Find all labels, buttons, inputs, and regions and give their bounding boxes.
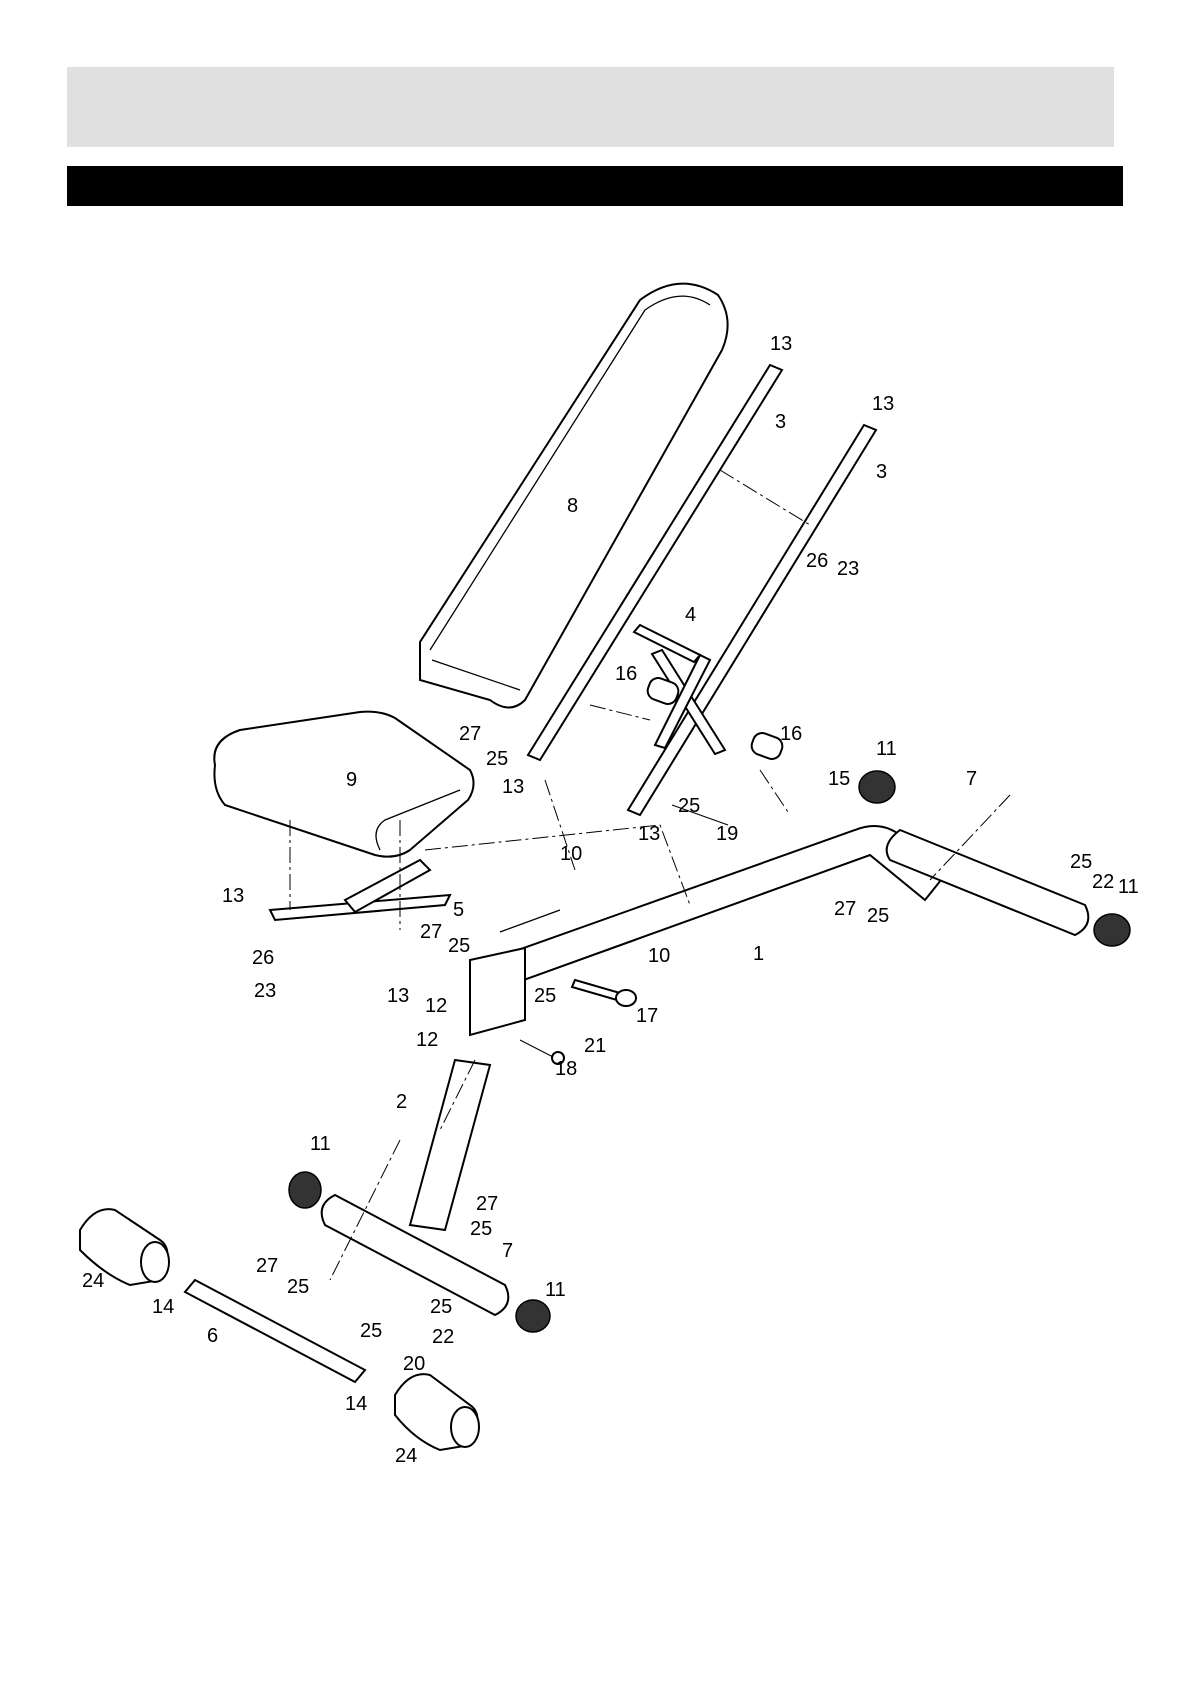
back-rail-right: [628, 425, 876, 815]
label-part-17: 17: [636, 1005, 658, 1027]
label-part-7-front: 7: [502, 1240, 513, 1262]
label-part-13-seat-lower: 13: [387, 985, 409, 1007]
label-part-22-front: 22: [432, 1326, 454, 1348]
label-part-5: 5: [453, 899, 464, 921]
label-part-26-seat: 26: [252, 947, 274, 969]
label-part-13-right: 13: [872, 393, 894, 415]
pop-pin: [572, 980, 636, 1006]
label-part-24-left: 24: [82, 1270, 104, 1292]
label-part-27-seat: 27: [420, 921, 442, 943]
label-part-25-right: 25: [1070, 851, 1092, 873]
label-part-19: 19: [716, 823, 738, 845]
label-part-14-left: 14: [152, 1296, 174, 1318]
label-part-15: 15: [828, 768, 850, 790]
label-part-1: 1: [753, 943, 764, 965]
label-part-13-seat: 13: [222, 885, 244, 907]
label-part-25-rear: 25: [867, 905, 889, 927]
label-part-25-pin: 25: [534, 985, 556, 1007]
label-part-23-top: 23: [837, 558, 859, 580]
label-part-11-front-bottom: 11: [545, 1279, 566, 1301]
label-part-25-leg-lower: 25: [360, 1320, 382, 1342]
label-part-26-top: 26: [806, 550, 828, 572]
label-part-10-lower: 10: [648, 945, 670, 967]
label-part-27-rear: 27: [834, 898, 856, 920]
label-part-13-lower: 13: [638, 823, 660, 845]
label-part-20: 20: [403, 1353, 425, 1375]
label-part-23-seat: 23: [254, 980, 276, 1002]
label-part-16-left: 16: [615, 663, 637, 685]
seat-pad: [214, 712, 473, 857]
seat-frame: [270, 860, 450, 920]
label-part-12-lower: 12: [416, 1029, 438, 1051]
label-part-3-left: 3: [775, 411, 786, 433]
label-part-6: 6: [207, 1325, 218, 1347]
label-part-24-right: 24: [395, 1445, 417, 1467]
label-part-4: 4: [685, 604, 696, 626]
end-cap-front-top: [289, 1172, 321, 1208]
label-part-11-right: 11: [1118, 876, 1139, 898]
label-part-25-top: 25: [486, 748, 508, 770]
label-part-16-right: 16: [780, 723, 802, 745]
label-part-25-seat: 25: [448, 935, 470, 957]
label-part-18: 18: [555, 1058, 577, 1080]
label-part-25-bolt: 25: [430, 1296, 452, 1318]
label-part-14-right: 14: [345, 1393, 367, 1415]
label-part-25-mid: 25: [678, 795, 700, 817]
label-part-21: 21: [584, 1035, 606, 1057]
label-part-11-front: 11: [310, 1133, 331, 1155]
label-part-25-front: 25: [470, 1218, 492, 1240]
label-part-25-leg: 25: [287, 1276, 309, 1298]
label-part-22-right: 22: [1092, 871, 1114, 893]
label-part-27-leg: 27: [256, 1255, 278, 1277]
label-part-10-top: 10: [560, 843, 582, 865]
label-part-11-top: 11: [876, 738, 897, 760]
label-part-13-top: 13: [770, 333, 792, 355]
label-part-13-mid: 13: [502, 776, 524, 798]
end-cap-rear-bottom: [1094, 914, 1130, 946]
end-cap-front-bottom: [516, 1300, 550, 1332]
label-part-7-right: 7: [966, 768, 977, 790]
label-part-9: 9: [346, 769, 357, 791]
end-cap-rear-top: [859, 771, 895, 803]
label-part-8: 8: [567, 495, 578, 517]
label-part-27-front: 27: [476, 1193, 498, 1215]
label-part-12-top: 12: [425, 995, 447, 1017]
label-part-27-top: 27: [459, 723, 481, 745]
label-part-3-right: 3: [876, 461, 887, 483]
foam-roller-right: [395, 1374, 479, 1450]
label-part-2: 2: [396, 1091, 407, 1113]
